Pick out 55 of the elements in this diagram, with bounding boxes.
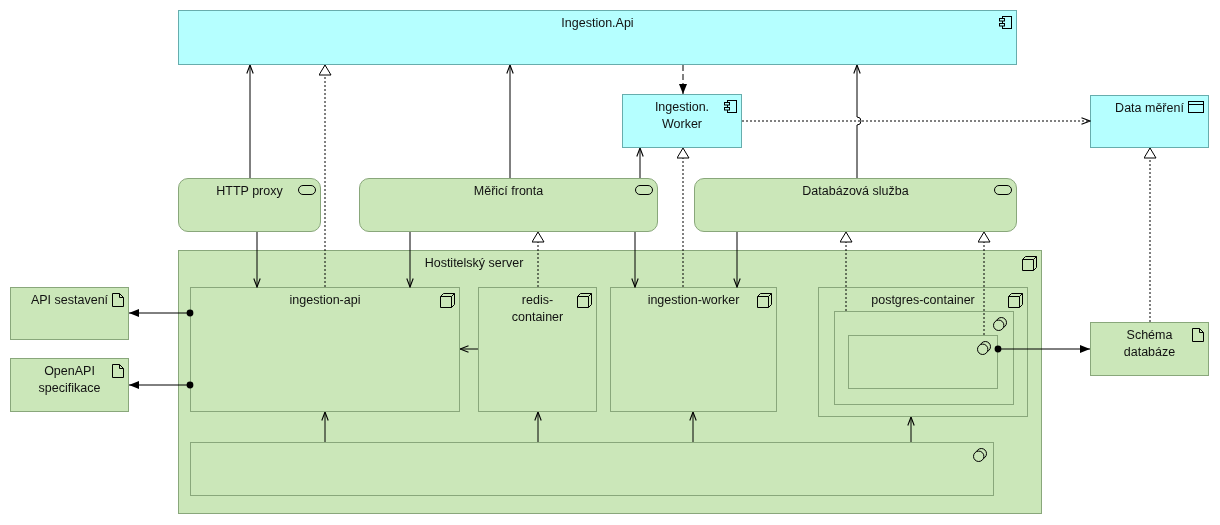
node-box: [190, 287, 460, 412]
element-label: Měřicí fronta: [473, 184, 544, 198]
element-label: Ingestion.Api: [561, 16, 634, 30]
element-label: ingestion-api: [289, 293, 361, 307]
dashed-arrow: [318, 64, 332, 288]
element-label: Hostitelský server: [424, 256, 524, 270]
node-box: [818, 287, 1028, 417]
component-box: [622, 94, 742, 148]
arrow: [253, 231, 261, 288]
node-box: [610, 287, 777, 412]
service-box: [694, 178, 1017, 232]
arrow: [128, 309, 194, 317]
node-box: [478, 287, 597, 412]
arrow: [907, 416, 915, 443]
service-box: [178, 178, 321, 232]
artifact-box: [10, 287, 129, 340]
arrow: [459, 345, 479, 353]
data-object-box: [1090, 95, 1209, 148]
arrow: [636, 147, 644, 179]
dashed-arrow: [676, 147, 690, 288]
dashed-arrow: [531, 231, 545, 288]
arrow: [853, 64, 862, 179]
system-software-box: [190, 442, 994, 496]
arrow: [631, 231, 639, 288]
artifact-box: [10, 358, 129, 412]
arrow: [246, 64, 254, 179]
arrow: [534, 411, 542, 443]
dashed-arrow: [977, 231, 991, 336]
dashed-arrow: [839, 231, 853, 312]
element-label: OpenAPI specifikace: [38, 364, 101, 395]
dashed-arrow: [741, 117, 1091, 125]
element-label: Ingestion. Worker: [654, 100, 710, 131]
component-box: [178, 10, 1017, 65]
element-label: Data měření: [1115, 101, 1184, 115]
arrow: [733, 231, 741, 288]
arrow: [506, 64, 514, 179]
node-box: [178, 250, 1042, 514]
dashed-arrow: [679, 64, 687, 95]
element-label: HTTP proxy: [216, 184, 283, 198]
element-label: redis-container: [511, 293, 564, 324]
arrow: [689, 411, 697, 443]
arrow: [321, 411, 329, 443]
element-label: ingestion-worker: [647, 293, 740, 307]
artifact-box: [1090, 322, 1209, 376]
element-label: postgres-container: [871, 293, 975, 307]
element-label: API sestavení: [30, 293, 109, 307]
system-software-box: [834, 311, 1014, 405]
element-label: Databázová služba: [802, 184, 909, 198]
element-label: Schéma databáze: [1123, 328, 1176, 359]
arrow: [128, 381, 194, 389]
arrow: [994, 345, 1091, 353]
service-box: [359, 178, 658, 232]
arrow: [406, 231, 414, 288]
system-software-box: [848, 335, 998, 389]
dashed-arrow: [1143, 147, 1157, 323]
